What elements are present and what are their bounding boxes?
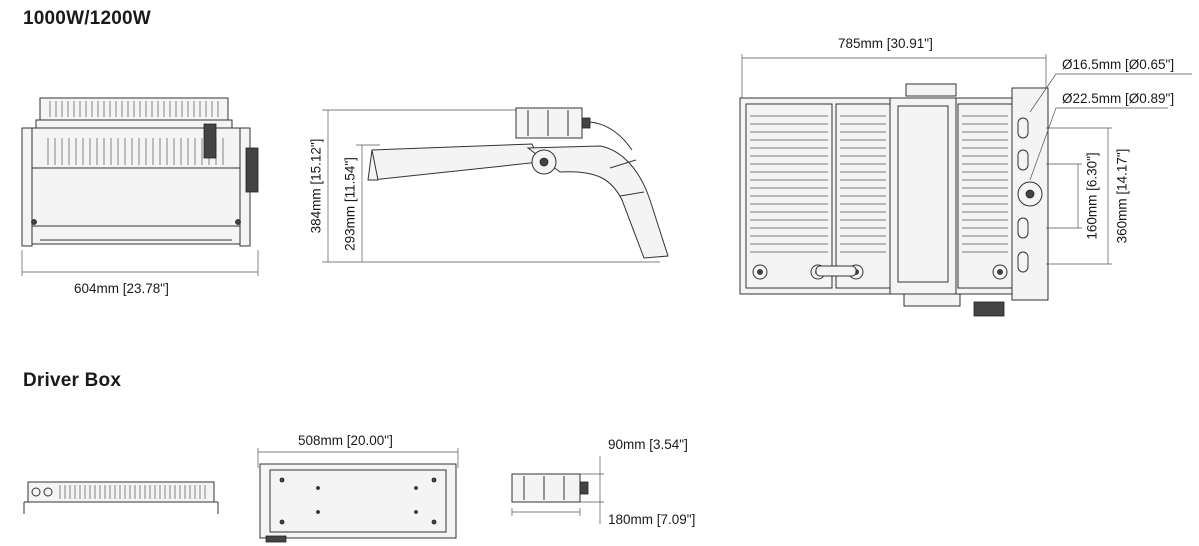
driver-top-view: [257, 448, 459, 543]
side-total-height-label: 384mm [15.12"]: [308, 138, 324, 234]
front-top-fins: [49, 101, 219, 117]
fixture-side-view: [322, 107, 669, 263]
driver-depth-label: 180mm [7.09"]: [608, 512, 696, 527]
driver-end-view: [511, 456, 604, 524]
front-width-label: 604mm [23.78"]: [74, 281, 169, 296]
driver-section-title: Driver Box: [23, 370, 122, 391]
fixture-front-view: [21, 97, 259, 276]
driver-height-label: 90mm [3.54"]: [608, 437, 688, 452]
side-inner-height-label: 293mm [11.54"]: [342, 157, 358, 251]
driver-side-view: [23, 481, 219, 514]
bracket-spacing-label: 160mm [6.30"]: [1084, 152, 1100, 240]
driver-length-label: 508mm [20.00"]: [298, 433, 393, 448]
bracket-length-label: 360mm [14.17"]: [1114, 148, 1130, 244]
fixture-section-title: 1000W/1200W: [23, 8, 151, 29]
large-hole-label: Ø22.5mm [Ø0.89"]: [1062, 91, 1175, 106]
fixture-top-view: [739, 54, 1192, 317]
top-width-label: 785mm [30.91"]: [838, 36, 933, 51]
driver-fins: [59, 485, 206, 499]
top-view-fins: [750, 115, 1008, 253]
small-hole-label: Ø16.5mm [Ø0.65"]: [1062, 57, 1175, 72]
